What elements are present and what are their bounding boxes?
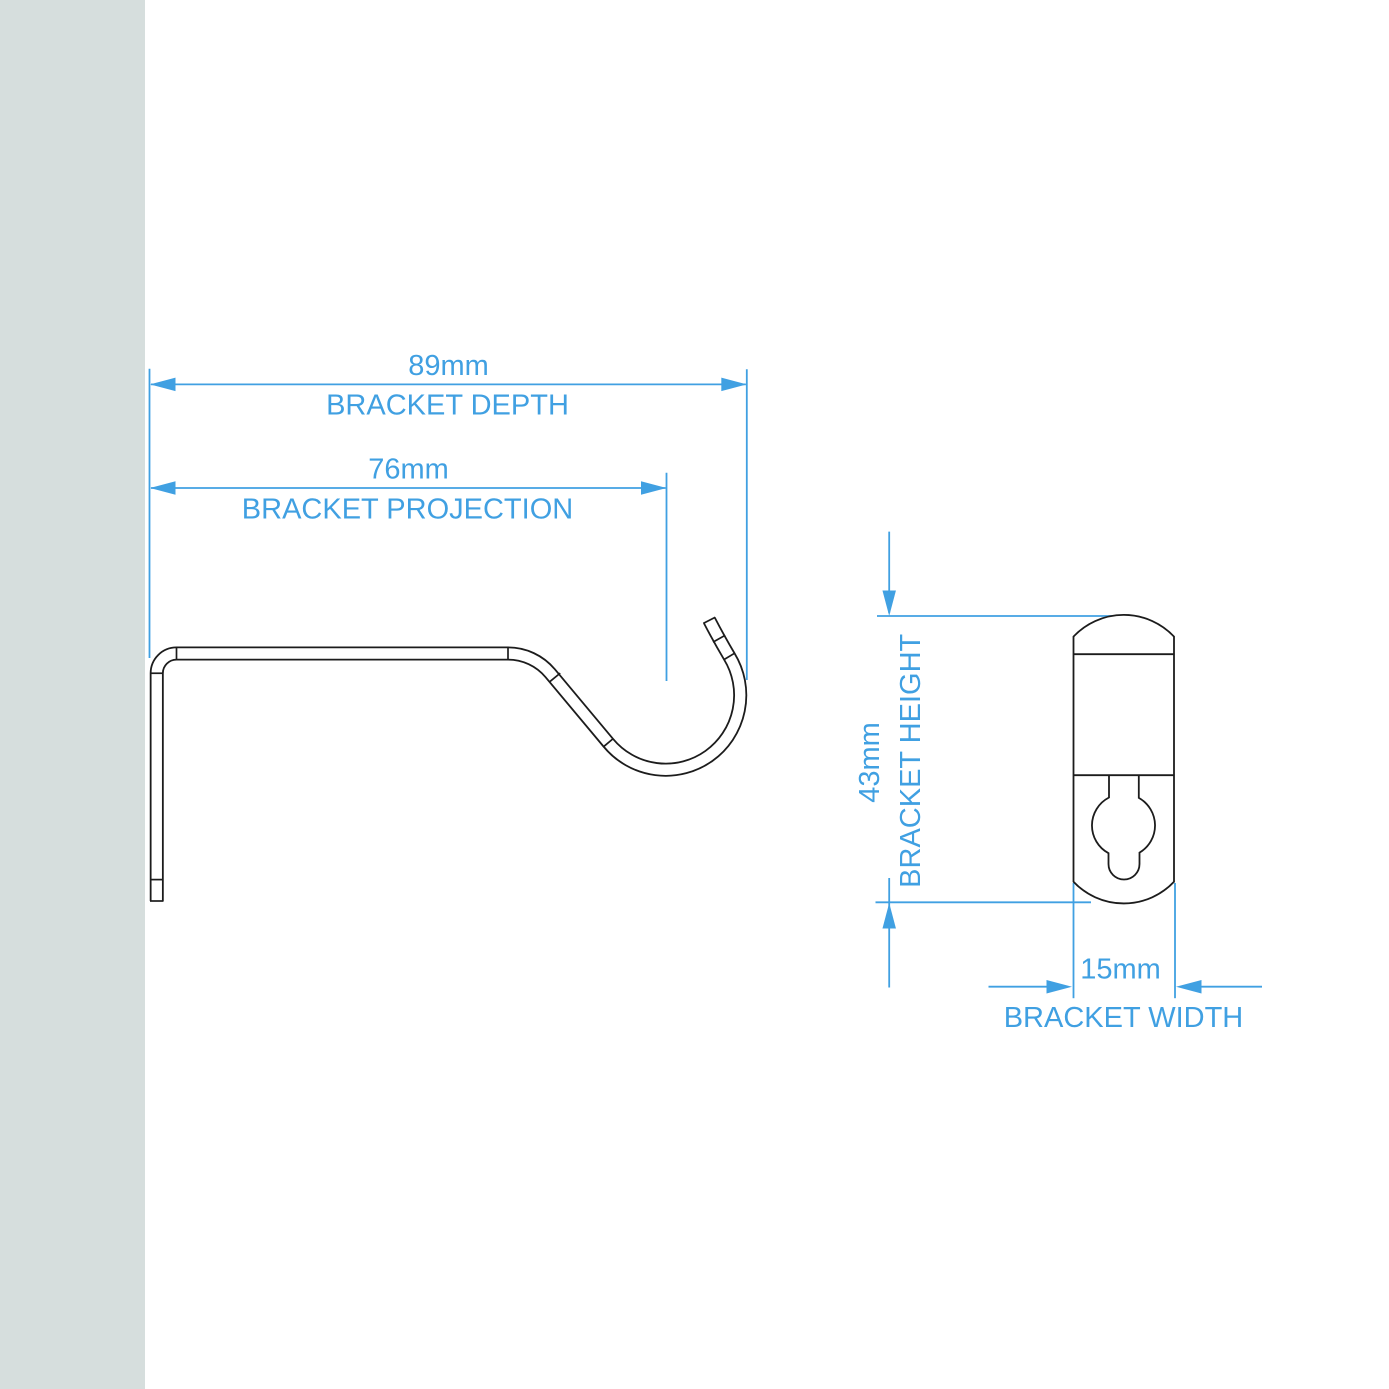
svg-text:BRACKET WIDTH: BRACKET WIDTH xyxy=(1004,1002,1244,1034)
svg-text:89mm: 89mm xyxy=(408,350,489,382)
svg-text:76mm: 76mm xyxy=(368,454,449,486)
svg-text:BRACKET HEIGHT: BRACKET HEIGHT xyxy=(895,633,927,887)
svg-text:43mm: 43mm xyxy=(854,722,886,803)
svg-text:BRACKET PROJECTION: BRACKET PROJECTION xyxy=(242,494,573,526)
svg-text:BRACKET DEPTH: BRACKET DEPTH xyxy=(326,390,569,422)
svg-text:15mm: 15mm xyxy=(1080,954,1161,986)
